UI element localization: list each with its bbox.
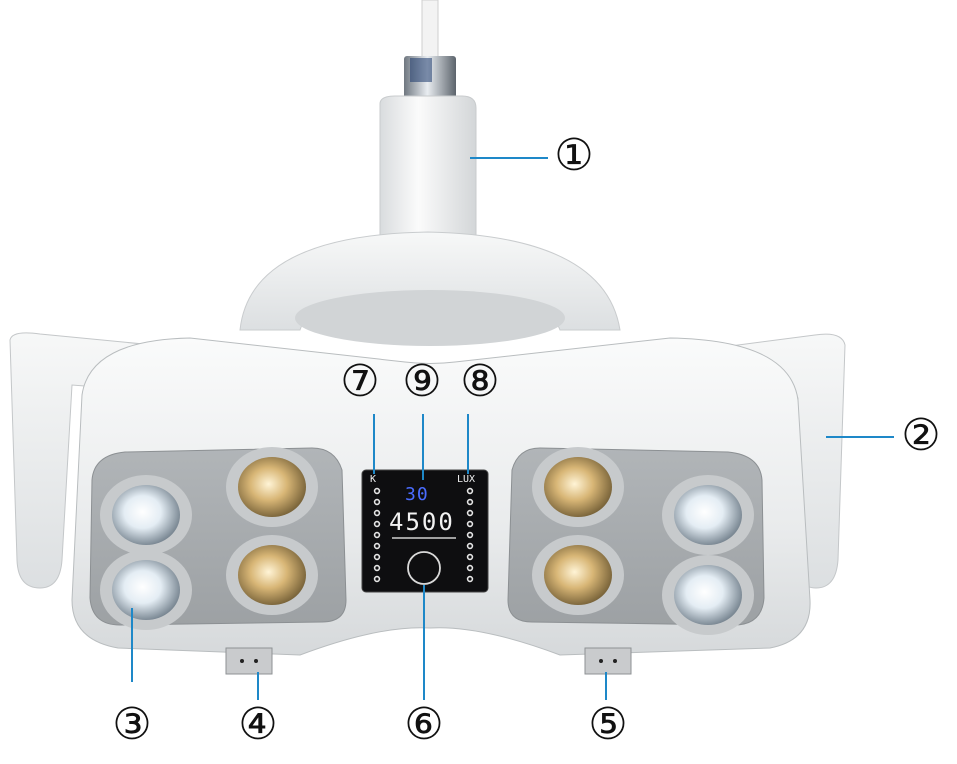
warm-led — [238, 457, 306, 517]
led-array-right — [532, 447, 754, 635]
callout-7: ⑦ — [340, 356, 380, 407]
callout-9: ⑨ — [402, 356, 442, 407]
callout-4: ④ — [238, 699, 278, 750]
callout-3: ③ — [112, 699, 152, 750]
k-label: K — [370, 474, 377, 485]
cool-led — [674, 485, 742, 545]
warm-led — [544, 457, 612, 517]
cool-led — [674, 565, 742, 625]
callout-1: ① — [554, 130, 594, 181]
lux-label: LUX — [457, 474, 476, 485]
cool-led — [112, 485, 180, 545]
cool-led — [112, 560, 180, 620]
cable — [421, 0, 439, 63]
warm-led — [544, 545, 612, 605]
callout-2: ② — [901, 410, 941, 461]
callout-5: ⑤ — [588, 699, 628, 750]
power-button[interactable] — [407, 551, 441, 585]
callout-8: ⑧ — [460, 356, 500, 407]
led-array-left — [100, 447, 318, 630]
right-sensor — [584, 647, 632, 675]
leader-lines — [131, 157, 894, 700]
left-handle — [9, 332, 206, 589]
lux-level-indicators — [466, 487, 474, 583]
k-level-indicators — [373, 487, 381, 583]
lamp-post — [379, 95, 477, 247]
main-reading: 4500 — [389, 508, 455, 536]
top-reading: 30 — [405, 484, 429, 505]
left-sensor — [225, 647, 273, 675]
warm-led — [238, 545, 306, 605]
callout-6: ⑥ — [404, 699, 444, 750]
